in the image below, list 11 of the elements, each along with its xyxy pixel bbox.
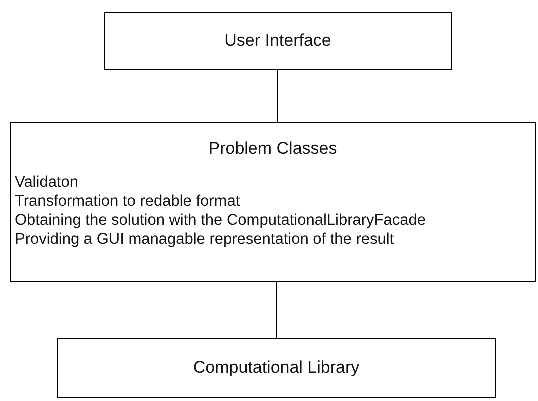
process-box	[10, 122, 536, 282]
box-text: Obtaining the solution with the ComputationalLibraryFacade	[14, 211, 427, 230]
box-text: Transformation to redable format	[14, 192, 242, 211]
box-title: User Interface	[224, 31, 332, 51]
process-box	[57, 338, 496, 398]
box-title: Problem Classes	[208, 139, 338, 159]
box-text: Validaton	[14, 173, 80, 192]
box-text: Providing a GUI managable representation of the result	[14, 230, 396, 249]
connector-line	[276, 282, 277, 338]
box-title: Computational Library	[192, 358, 361, 378]
process-box	[104, 12, 452, 70]
